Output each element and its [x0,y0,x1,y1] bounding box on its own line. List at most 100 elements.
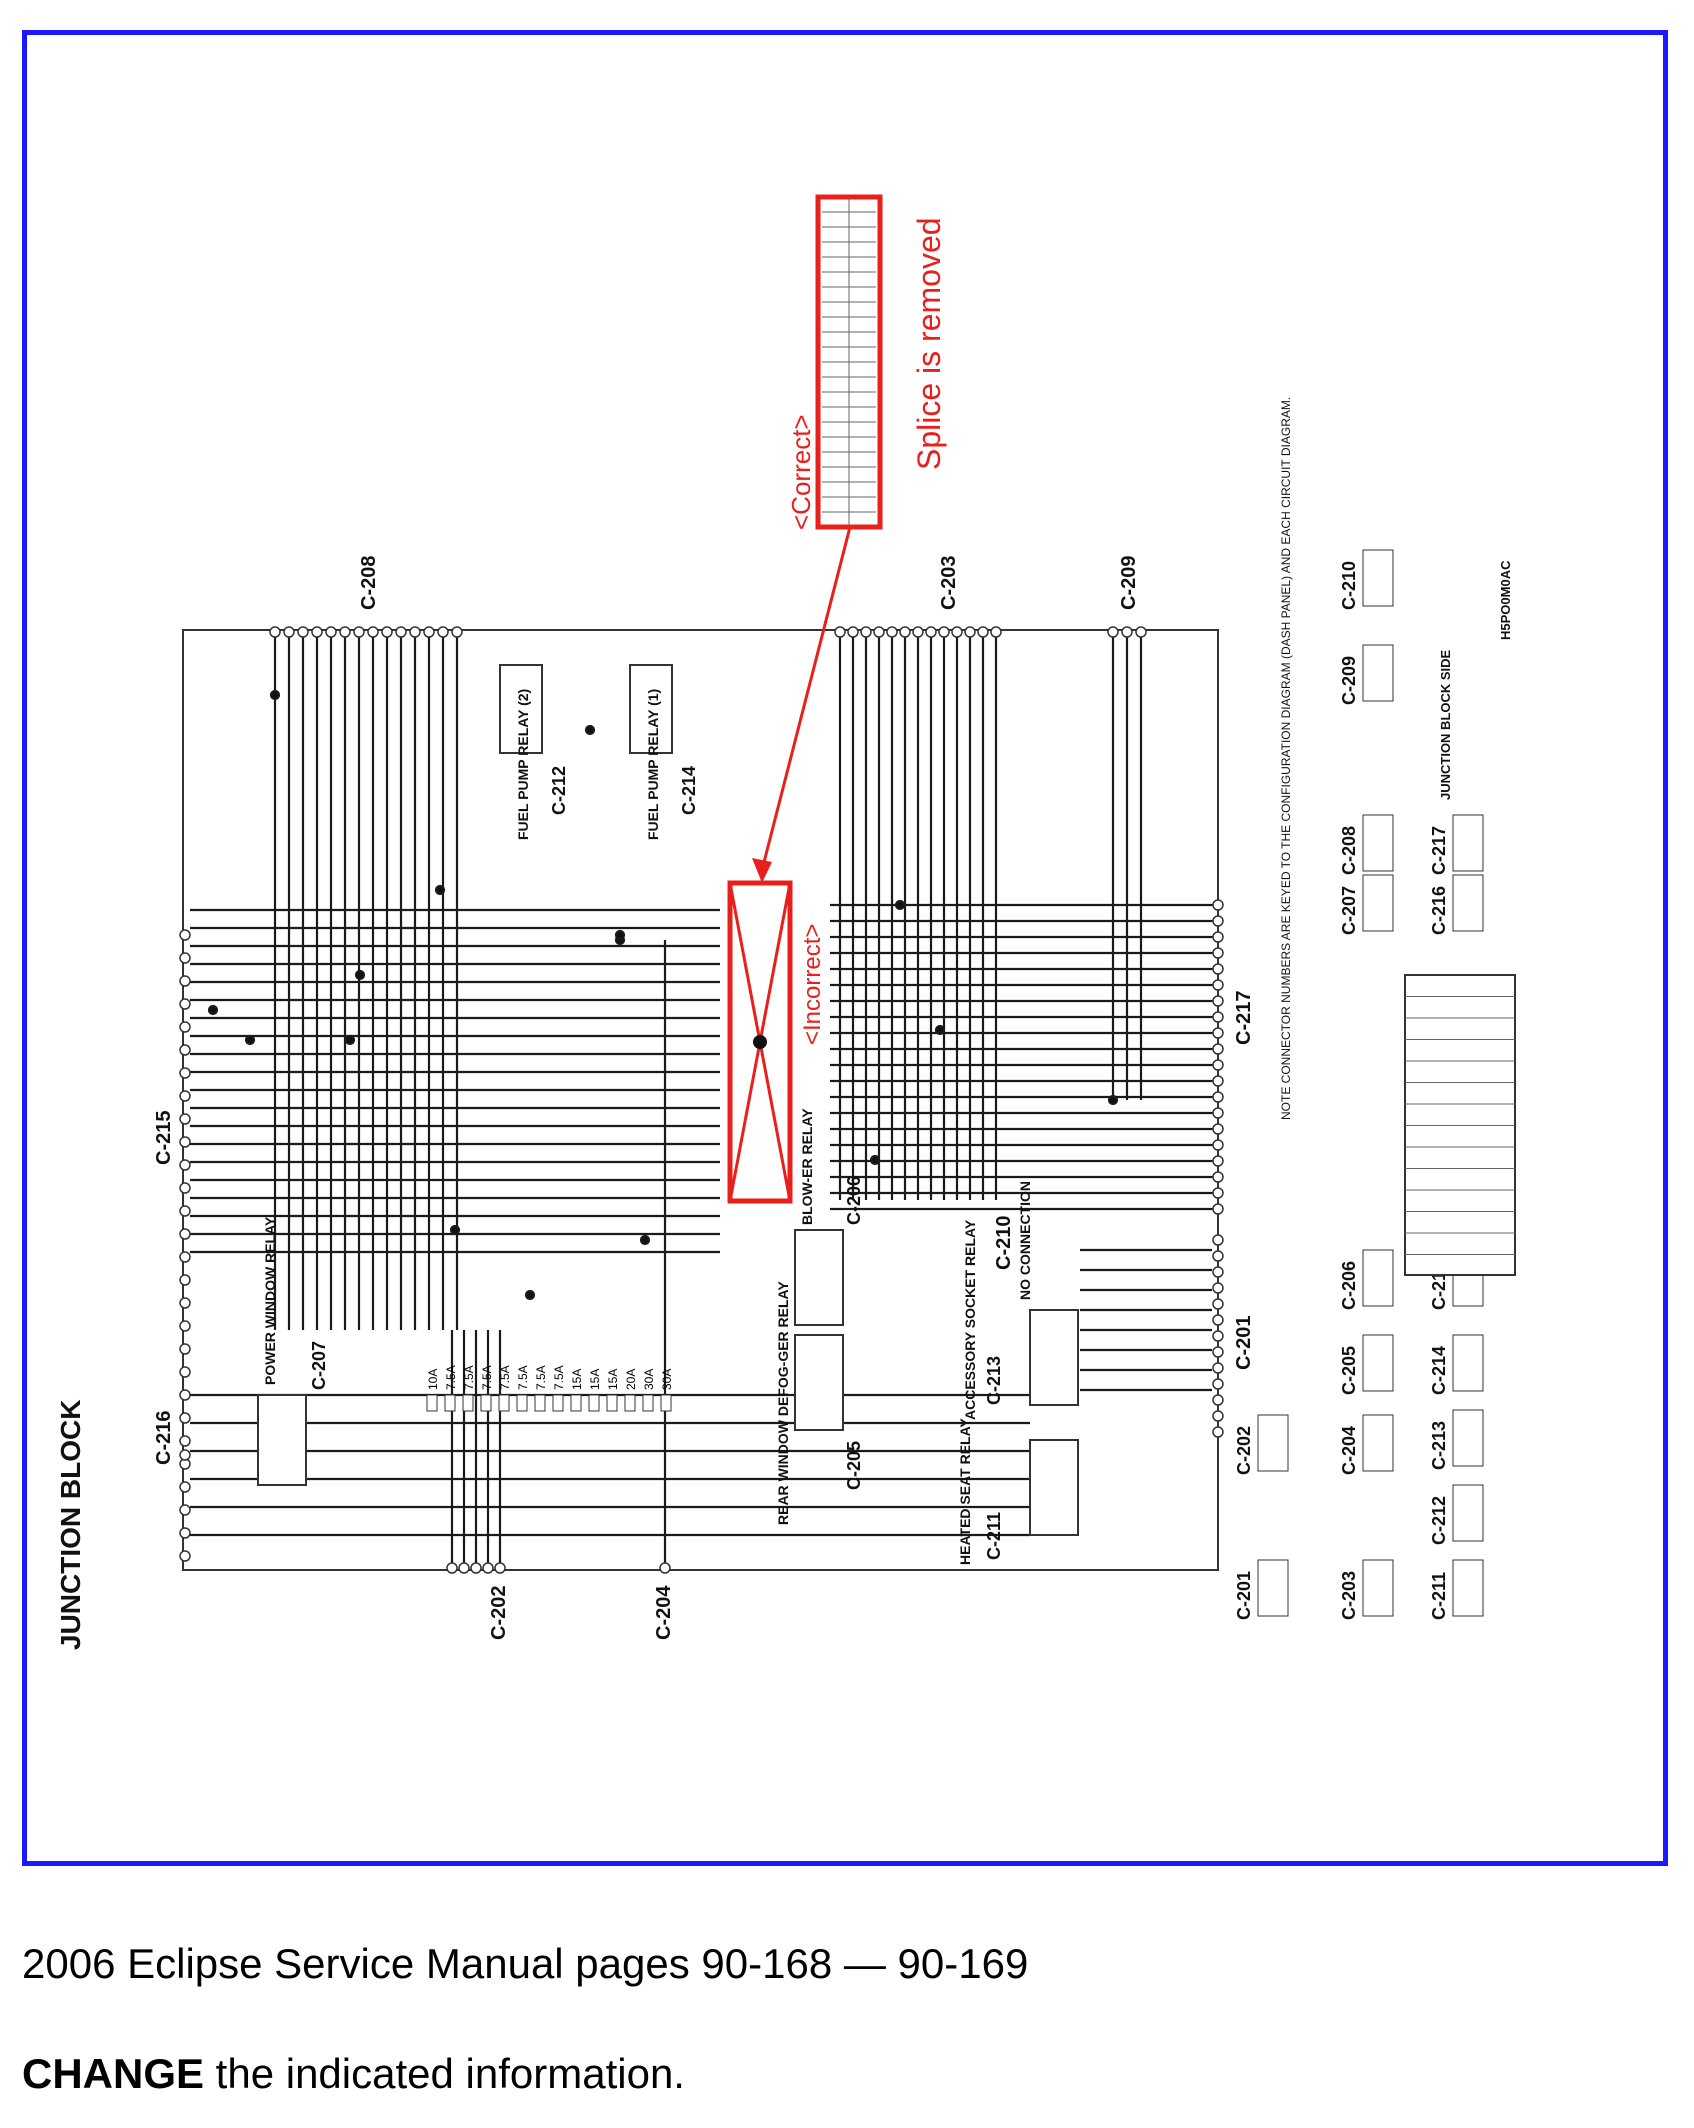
fuse [498,1394,510,1412]
connector-pin [297,626,309,638]
label-blower: BLOW-ER RELAY [799,1108,815,1225]
connector-pin [1212,1027,1224,1039]
label-defogger: REAR WINDOW DEFOG-GER RELAY [775,1281,791,1525]
connector-pin [951,626,963,638]
connector-pin [179,1044,191,1056]
connector-pin [269,626,281,638]
connector-pin [1212,1059,1224,1071]
connector-pin [1212,979,1224,991]
legend-label-c-211: C-211 [1429,1572,1449,1620]
label-c217: C-217 [1233,991,1255,1045]
connector-pin [353,626,365,638]
connector-pin [1212,1139,1224,1151]
legend-connector-face [1362,1414,1394,1472]
label-c203: C-203 [938,556,960,610]
connector-pin [659,1562,671,1574]
connector-pin [179,1274,191,1286]
wire-junction-dot [207,1004,219,1016]
instruction: CHANGE the indicated information. [22,2050,685,2098]
connector-pin [283,626,295,638]
label-heated-seat: HEATED SEAT RELAY [957,1418,973,1565]
label-c216: C-216 [153,1411,175,1465]
connector-pin [860,626,872,638]
fuse-rating: 7.5A [534,1365,548,1390]
connector-pin [1212,1075,1224,1087]
label-fuel-pump-2-id: C-212 [549,766,569,815]
legend-label-c-209: C-209 [1339,656,1359,705]
legend-connector-face [1257,1559,1289,1617]
legend-label-c-205: C-205 [1339,1346,1359,1395]
label-c202: C-202 [488,1586,510,1640]
fuse [570,1394,582,1412]
instruction-text: the indicated information. [204,2050,685,2097]
fuse [606,1394,618,1412]
label-c204: C-204 [653,1585,675,1640]
label-figure-code: H5PO0M0AC [1498,560,1513,640]
connector-pin [1212,1410,1224,1422]
connector-pin [179,1527,191,1539]
wire-junction-dot [894,899,906,911]
connector-pin [1212,1298,1224,1310]
fuse [480,1394,492,1412]
connector-pin [1212,1187,1224,1199]
legend-connector-face [1362,1249,1394,1307]
wire-junction-dot [934,1024,946,1036]
legend-connector-face [1362,874,1394,932]
fuse [516,1394,528,1412]
connector-pin [437,626,449,638]
instruction-verb: CHANGE [22,2050,205,2097]
relay-heated-seat [1029,1439,1079,1536]
wire-junction-dot [869,1154,881,1166]
label-c209: C-209 [1118,556,1140,610]
connector-pin [1212,899,1224,911]
connector-pin [899,626,911,638]
fuse-rating: 7.5A [552,1365,566,1390]
label-title: JUNCTION BLOCK [55,1400,86,1650]
legend-connector-face [1452,1559,1484,1617]
connector-pin [325,626,337,638]
legend-label-c-214: C-214 [1429,1346,1449,1395]
connector-pin [423,626,435,638]
connector-pin [311,626,323,638]
connector-pin [367,626,379,638]
legend-label-c-202: C-202 [1234,1426,1254,1475]
connector-pin [339,626,351,638]
legend-connector-face [1257,1414,1289,1472]
connector-pin [381,626,393,638]
connector-pin [482,1562,494,1574]
connector-pin [179,952,191,964]
connector-pin [451,626,463,638]
legend-connector-face [1362,549,1394,607]
connector-pin [179,1136,191,1148]
wire-junction-dot [269,689,281,701]
connector-pin [179,1113,191,1125]
connector-pin [1212,1203,1224,1215]
connector-pin [179,1067,191,1079]
connector-pin [1212,995,1224,1007]
label-blower-id: C-206 [844,1176,864,1225]
connector-pin [179,1159,191,1171]
connector-pin [834,626,846,638]
connector-pin [458,1562,470,1574]
relay-blower [794,1229,844,1326]
fuse [426,1394,438,1412]
connector-pin [1212,1091,1224,1103]
correction-arrow [752,526,852,883]
fuse-rating: 15A [606,1369,620,1390]
label-accessory: ACCESSORY SOCKET RELAY [962,1219,978,1420]
legend-label-c-203: C-203 [1339,1571,1359,1620]
connector-pin [977,626,989,638]
wire-junction-dot [344,1034,356,1046]
legend-connector-face [1362,644,1394,702]
connector-pin [446,1562,458,1574]
relay-fuel-pump-2 [499,664,543,754]
connector-pin [1212,915,1224,927]
legend-connector-face [1362,1334,1394,1392]
legend-label-c-217: C-217 [1429,826,1449,875]
fuse [534,1394,546,1412]
legend-connector-face [1362,1559,1394,1617]
connector-pin [179,929,191,941]
connector-pin [179,1320,191,1332]
fuse-rating: 10A [426,1369,440,1390]
connector-pin [1212,1426,1224,1438]
